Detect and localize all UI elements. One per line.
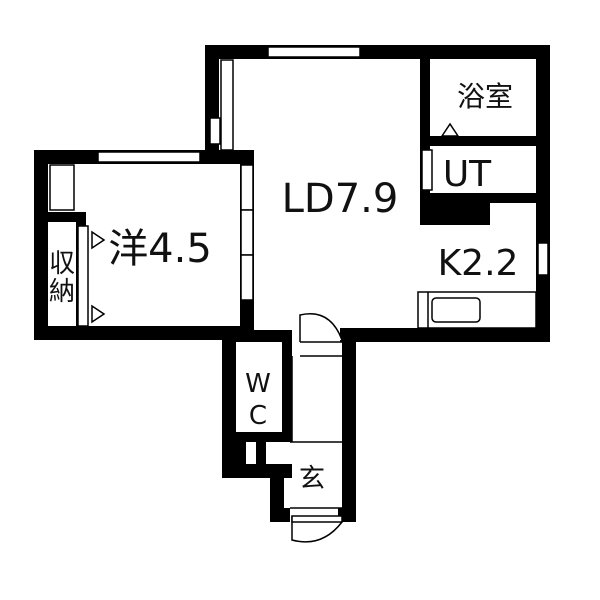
label-kitchen: K2.2: [438, 243, 519, 284]
label-storage-2: 納: [49, 277, 75, 307]
hall-lines: [290, 355, 342, 509]
windows: [97, 46, 549, 276]
label-ut: UT: [443, 154, 492, 195]
label-bath: 浴室: [457, 80, 513, 113]
interior: [44, 58, 540, 513]
doors: [49, 117, 343, 543]
label-storage-1: 収: [49, 249, 75, 279]
label-ld: LD7.9: [282, 176, 399, 222]
label-entrance: 玄: [299, 464, 325, 494]
kitchen-counter: [417, 291, 537, 329]
label-wc-1: W: [245, 369, 271, 399]
label-wc-2: C: [249, 401, 267, 431]
label-western: 洋4.5: [108, 226, 212, 272]
markers: [91, 122, 460, 324]
